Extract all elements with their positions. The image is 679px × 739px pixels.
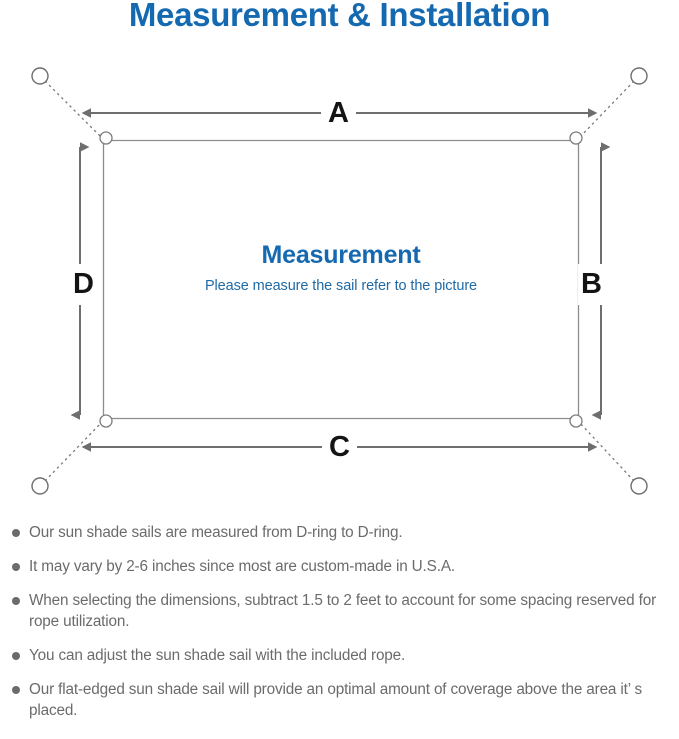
d-ring-top-right bbox=[569, 131, 583, 145]
sail-outline bbox=[102, 139, 580, 420]
note-text: You can adjust the sun shade sail with t… bbox=[29, 647, 406, 664]
d-rings bbox=[99, 131, 583, 428]
anchor-point-top-left bbox=[31, 67, 49, 85]
note-text: When selecting the dimensions, subtract … bbox=[29, 592, 657, 630]
bullet-icon bbox=[12, 563, 20, 571]
anchor-points bbox=[31, 67, 648, 495]
rope-line-top-left bbox=[44, 80, 102, 138]
note-text: Our flat-edged sun shade sail will provi… bbox=[29, 681, 643, 719]
bullet-icon bbox=[12, 597, 20, 605]
page-title: Measurement & Installation bbox=[128, 0, 551, 33]
bullet-icon bbox=[12, 529, 20, 537]
diagram-svg bbox=[31, 67, 648, 495]
dimension-label-d: D bbox=[70, 264, 97, 305]
note-item: Our sun shade sails are measured from D-… bbox=[0, 522, 679, 543]
dimension-label-a: A bbox=[321, 97, 356, 130]
rope-line-bottom-left bbox=[44, 422, 102, 482]
d-ring-bottom-right bbox=[569, 414, 583, 428]
d-ring-bottom-left bbox=[99, 414, 113, 428]
rope-lines bbox=[44, 80, 635, 482]
notes-list: Our sun shade sails are measured from D-… bbox=[0, 522, 679, 721]
anchor-point-bottom-left bbox=[31, 477, 49, 495]
note-item: It may vary by 2-6 inches since most are… bbox=[0, 556, 679, 577]
dimension-label-b: B bbox=[578, 264, 605, 305]
bullet-icon bbox=[12, 652, 20, 660]
note-item: When selecting the dimensions, subtract … bbox=[0, 590, 679, 632]
note-text: Our sun shade sails are measured from D-… bbox=[29, 524, 403, 541]
note-item: Our flat-edged sun shade sail will provi… bbox=[0, 679, 679, 721]
rope-line-bottom-right bbox=[579, 422, 635, 482]
note-text: It may vary by 2-6 inches since most are… bbox=[29, 558, 455, 575]
d-ring-top-left bbox=[99, 131, 113, 145]
note-item: You can adjust the sun shade sail with t… bbox=[0, 645, 679, 666]
bullet-icon bbox=[12, 686, 20, 694]
dimension-label-c: C bbox=[322, 431, 357, 464]
rope-line-top-right bbox=[579, 80, 635, 138]
anchor-point-top-right bbox=[630, 67, 648, 85]
anchor-point-bottom-right bbox=[630, 477, 648, 495]
sail-measurement-diagram: A B C D Measurement Please measure the s… bbox=[31, 67, 648, 495]
